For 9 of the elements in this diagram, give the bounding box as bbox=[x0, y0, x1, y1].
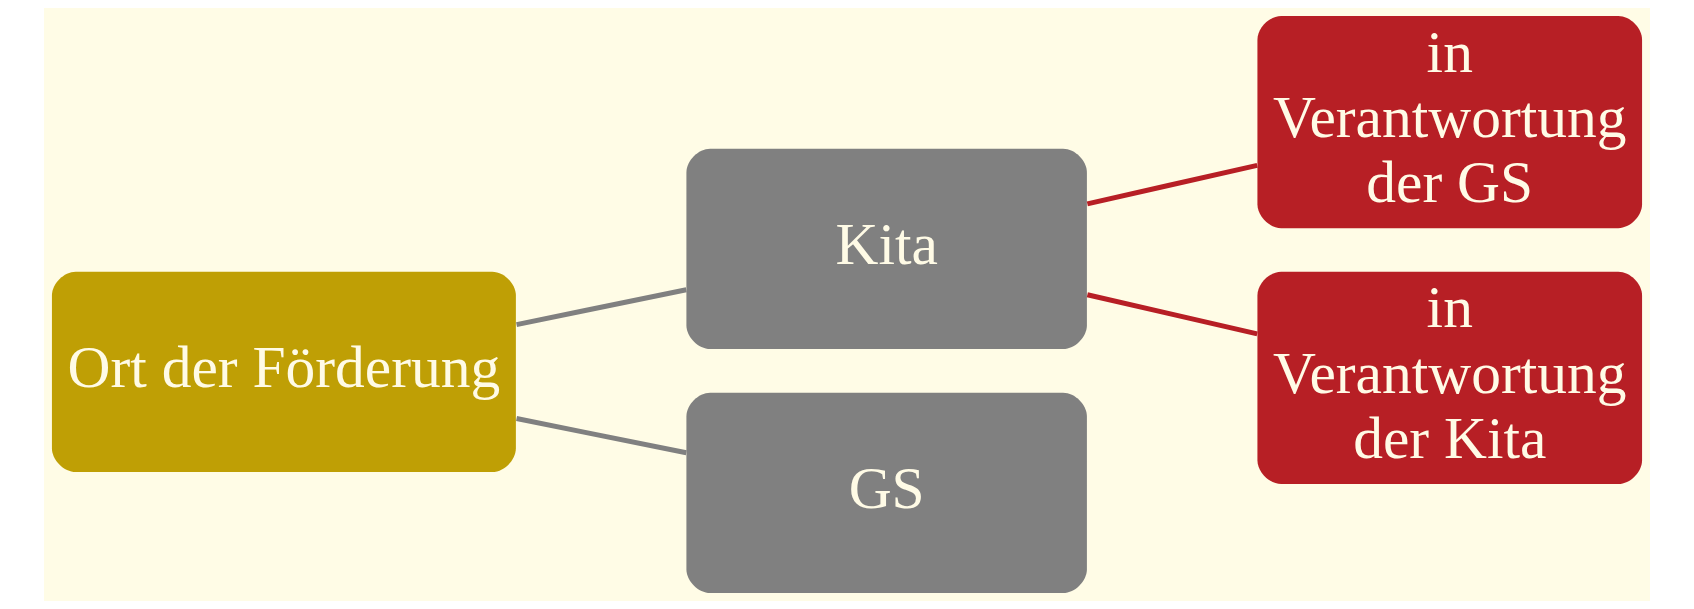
connector bbox=[1086, 292, 1258, 337]
node-box: GS bbox=[686, 392, 1087, 593]
node-box: Ort der Förderung bbox=[51, 271, 516, 473]
node-box: in Verantwortung der GS bbox=[1257, 16, 1643, 229]
connector bbox=[516, 287, 687, 327]
connector bbox=[516, 416, 687, 456]
node-box: Kita bbox=[686, 148, 1087, 350]
connector bbox=[1086, 162, 1258, 207]
node-box: in Verantwortung der Kita bbox=[1257, 271, 1643, 484]
